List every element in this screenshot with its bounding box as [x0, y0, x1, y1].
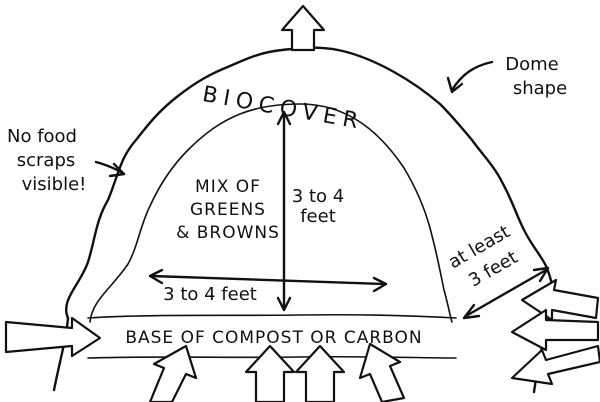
height-label-line2: feet	[300, 206, 336, 227]
base-label: BASE OF COMPOST OR CARBON	[125, 328, 422, 348]
dome-label-line1: Dome	[505, 54, 558, 75]
no-food-label-line2: scraps	[17, 150, 76, 171]
inner-core-outline	[90, 104, 452, 322]
height-label-line1: 3 to 4	[292, 186, 344, 207]
bottom-arrow-center-right-icon	[296, 346, 344, 402]
width-label: 3 to 4 feet	[163, 284, 257, 305]
bottom-arrow-center-left-icon	[246, 346, 294, 402]
top-arrow-icon	[282, 6, 324, 50]
mix-label-line3: & BROWNS	[176, 223, 280, 243]
right-arrow-lower-icon	[512, 346, 600, 384]
width-dimension-line	[152, 276, 384, 284]
bottom-arrow-right-icon	[360, 344, 404, 402]
mix-label-line2: GREENS	[190, 200, 266, 220]
right-arrow-upper-icon	[522, 280, 598, 320]
bottom-arrow-left-icon	[150, 346, 196, 402]
base-band-top	[88, 315, 456, 318]
no-food-label-line1: No food	[7, 126, 77, 147]
no-food-label-line3: visible!	[22, 174, 87, 195]
left-arrow-icon	[6, 318, 100, 356]
dome-label-line2: shape	[513, 78, 567, 99]
dome-base-line	[54, 312, 550, 392]
mix-label-line1: MIX OF	[195, 177, 261, 197]
